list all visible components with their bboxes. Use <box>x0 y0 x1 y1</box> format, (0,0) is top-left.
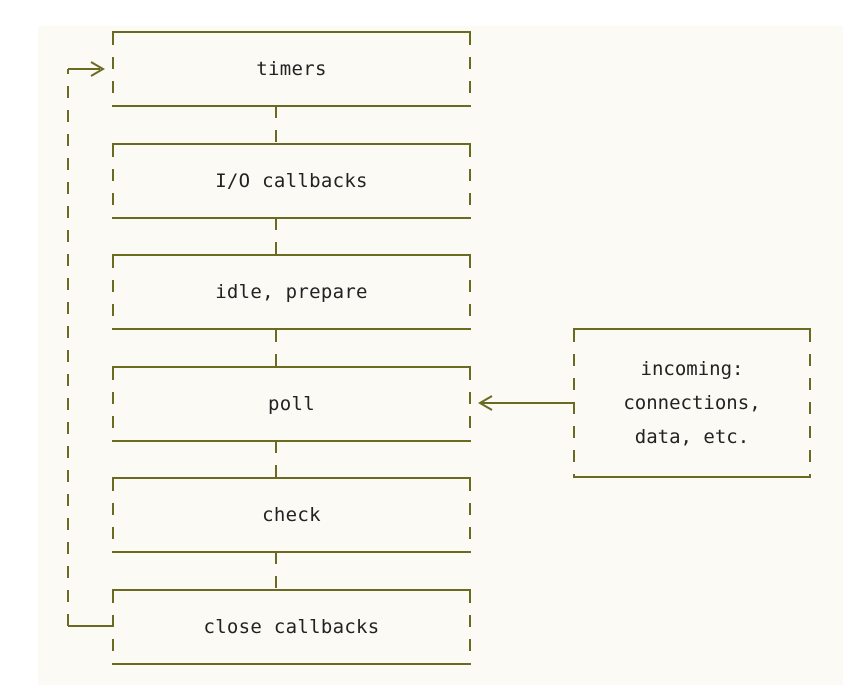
incoming-line-2: connections, <box>623 392 761 414</box>
loop-arrow-head <box>90 61 105 77</box>
stage-check: check <box>112 477 471 553</box>
stage-label-close-callbacks: close callbacks <box>203 616 380 638</box>
stage-poll: poll <box>112 366 471 442</box>
incoming-line-1: incoming: <box>640 358 744 380</box>
paper-background <box>38 26 843 685</box>
stage-idle-prepare: idle, prepare <box>112 254 471 330</box>
stage-close-callbacks: close callbacks <box>112 589 471 665</box>
stage-label-timers: timers <box>256 58 327 80</box>
stage-label-idle-prepare: idle, prepare <box>215 281 368 303</box>
stage-label-io-callbacks: I/O callbacks <box>215 170 368 192</box>
incoming-arrow-head <box>478 395 493 411</box>
stage-label-check: check <box>262 504 321 526</box>
stage-io-callbacks: I/O callbacks <box>112 143 471 219</box>
incoming-text: incoming: connections, data, etc. <box>573 330 811 476</box>
incoming-box: incoming: connections, data, etc. <box>573 328 811 478</box>
stage-label-poll: poll <box>268 393 315 415</box>
stage-timers: timers <box>112 31 471 107</box>
incoming-line-3: data, etc. <box>634 426 750 448</box>
